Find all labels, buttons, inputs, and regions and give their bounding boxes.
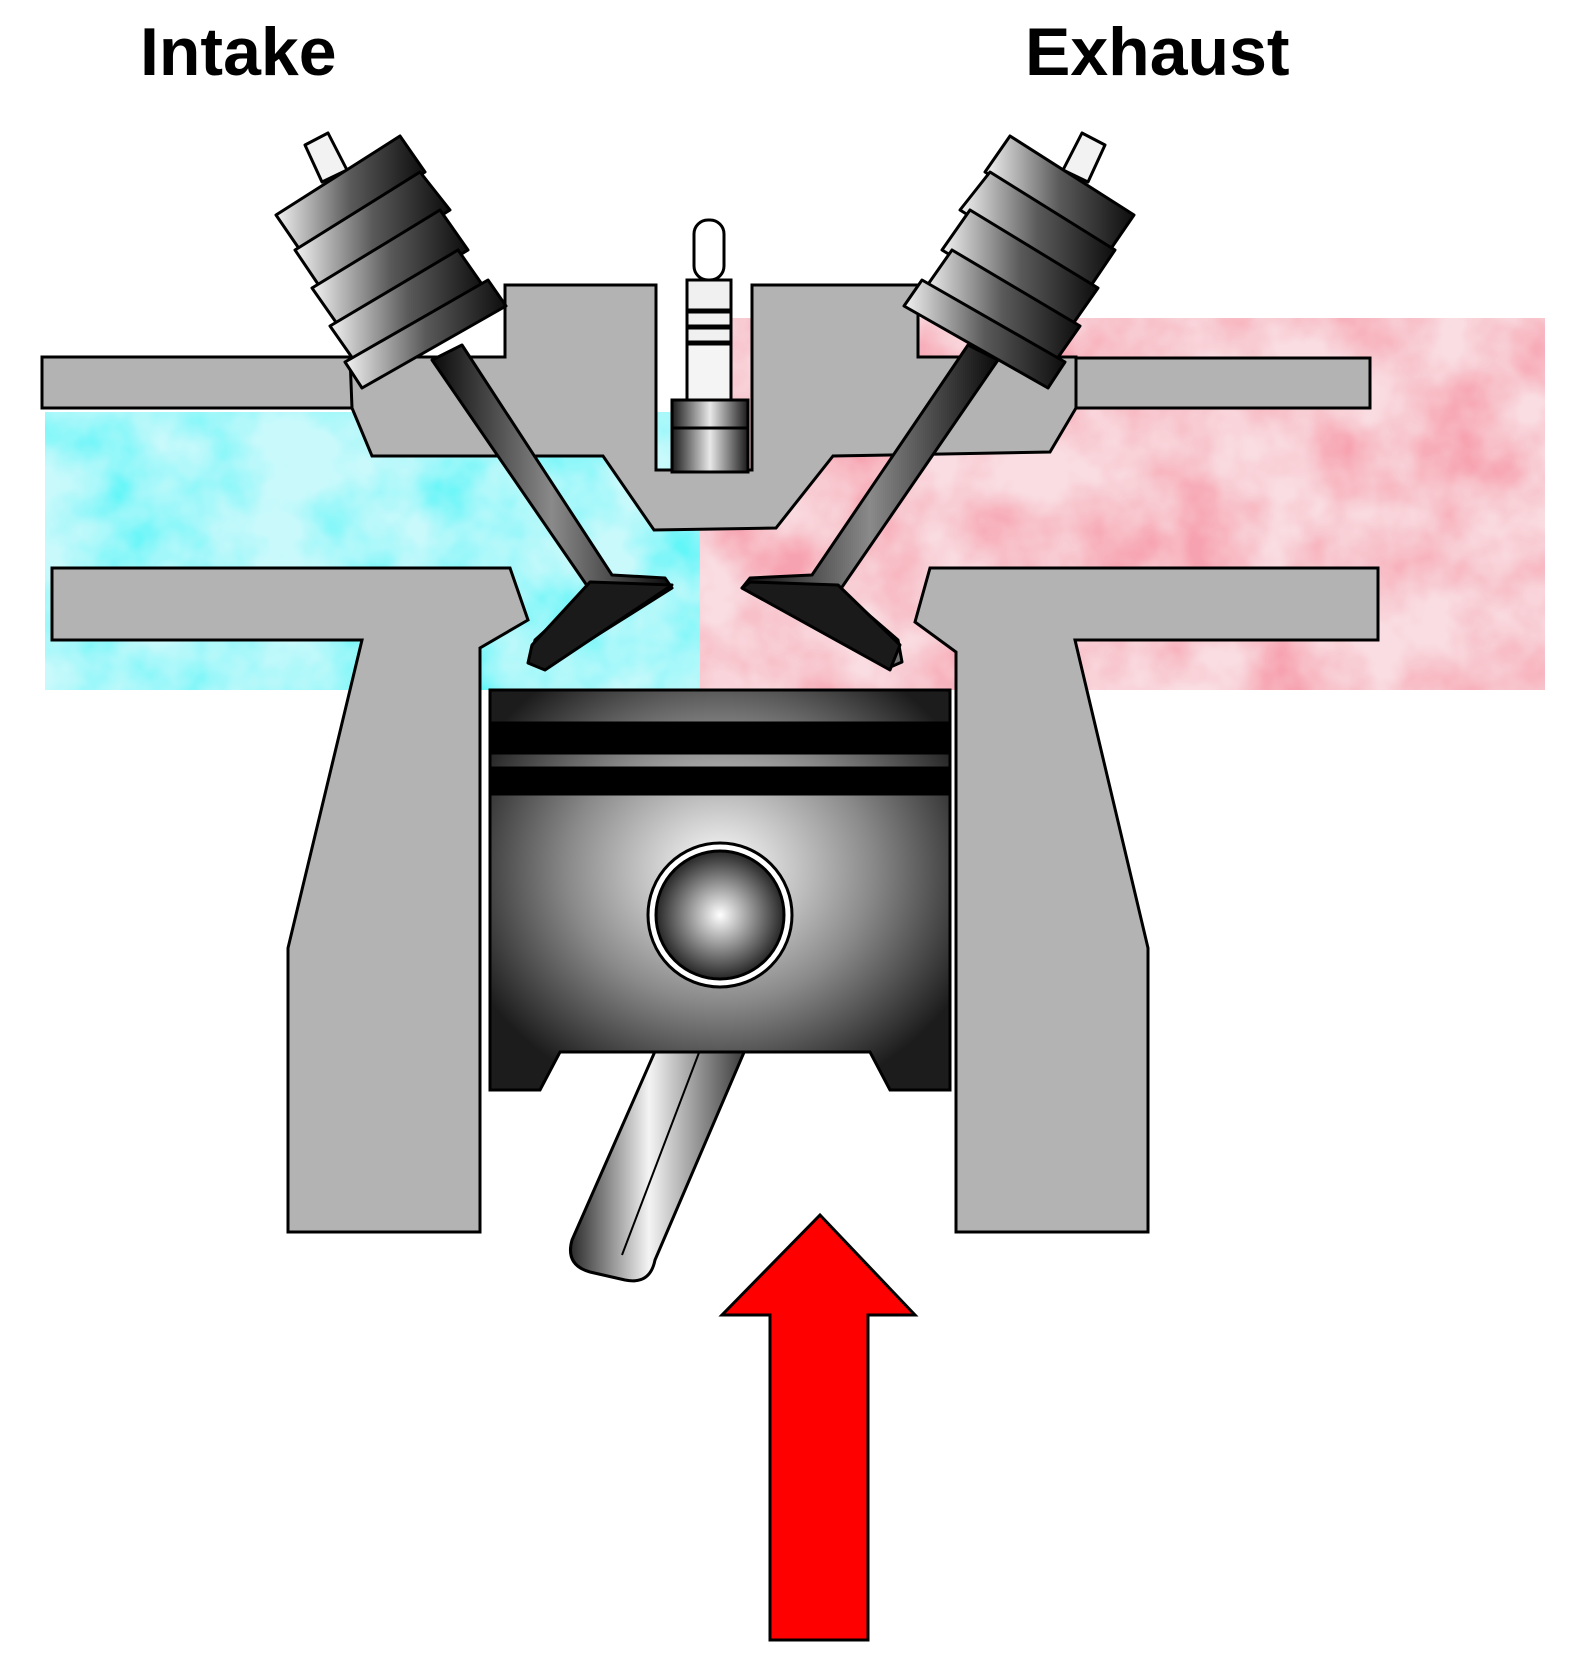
- exhaust-valve-spring-icon: [740, 131, 1136, 672]
- exhaust-label: Exhaust: [1025, 14, 1290, 90]
- intake-valve-head: [526, 580, 674, 672]
- intake-port-top-plate: [40, 355, 372, 410]
- exhaust-port-top-plate: [1074, 356, 1372, 410]
- piston-ring-1: [488, 721, 952, 755]
- intake-label: Intake: [140, 14, 337, 90]
- exhaust-spring: [902, 131, 1136, 390]
- head-central-casting: [348, 283, 1078, 532]
- exhaust-valve-head: [740, 580, 902, 672]
- exhaust-port-lower-wall: [913, 566, 1380, 1234]
- piston-ring-2: [488, 766, 952, 796]
- cylinder-head: [40, 283, 1380, 1234]
- piston-pin: [654, 849, 786, 981]
- force-arrow-up-icon: [718, 1212, 919, 1642]
- exhaust-flow-arrow-icon: [700, 318, 1545, 690]
- piston-icon: [488, 688, 952, 1092]
- connecting-rod-icon: [569, 1038, 748, 1283]
- exhaust-flow: [700, 318, 1545, 690]
- spark-plug-icon: [670, 218, 750, 474]
- intake-port-lower-wall: [50, 566, 530, 1234]
- intake-spring: [274, 131, 508, 390]
- intake-valve-spring-icon: [274, 131, 674, 672]
